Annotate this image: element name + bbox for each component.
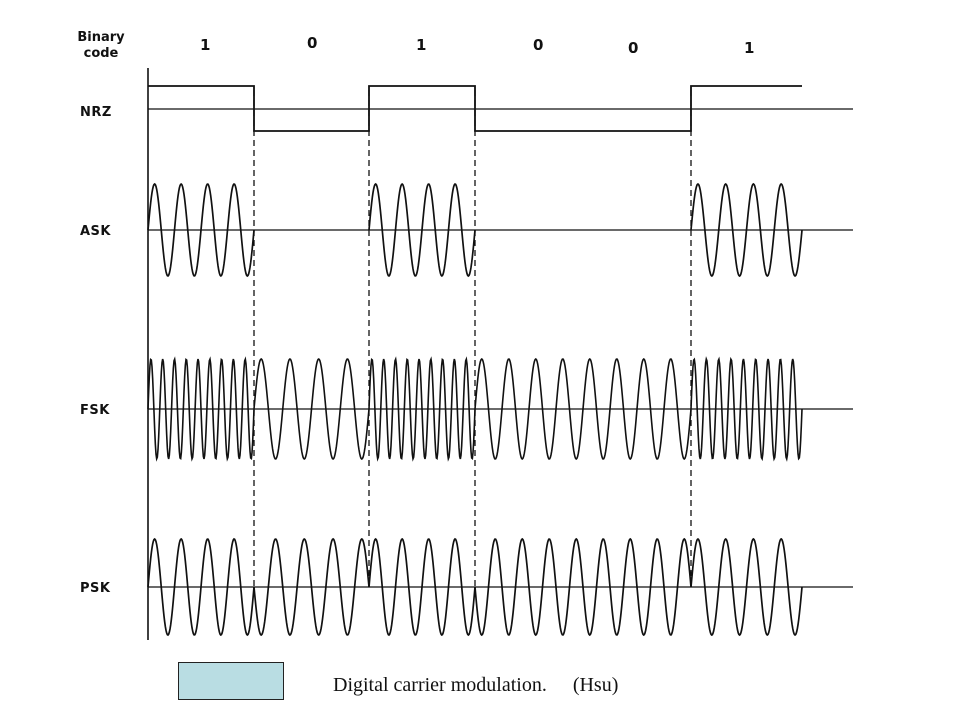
fsk-segment-6	[690, 356, 803, 462]
row-label-fsk: FSK	[80, 403, 110, 418]
color-swatch	[178, 662, 284, 700]
row-label-psk: PSK	[80, 581, 111, 596]
psk-segment-6	[690, 537, 803, 637]
psk-segment-3	[368, 537, 476, 637]
caption-text: Digital carrier modulation.	[333, 674, 547, 696]
ask-burst-1	[147, 182, 255, 278]
psk-segment-2	[253, 537, 370, 637]
bit-label-5: 0	[628, 39, 639, 57]
bit-label-3: 1	[416, 36, 427, 54]
fsk-segment-1	[147, 356, 255, 462]
binary-code-label: Binary code	[77, 30, 125, 61]
bit-label-1: 1	[200, 36, 211, 54]
psk-segment-5	[582, 537, 692, 637]
figure-caption: Digital carrier modulation. (Hsu)	[333, 674, 618, 697]
bit-label-4: 0	[533, 36, 544, 54]
fsk-segment-5	[582, 357, 692, 461]
psk-waveform	[147, 537, 803, 637]
caption-source: (Hsu)	[572, 674, 619, 696]
axes-group	[147, 68, 853, 640]
row-label-ask: ASK	[80, 224, 111, 239]
bit-boundary-dashes	[253, 90, 692, 590]
row-label-nrz: NRZ	[80, 105, 112, 120]
psk-segment-4	[474, 537, 584, 637]
ask-burst-3	[368, 182, 476, 278]
bit-label-6: 1	[744, 39, 755, 57]
bit-label-2: 0	[307, 34, 318, 52]
fsk-segment-4	[474, 357, 584, 461]
psk-segment-1	[147, 537, 255, 637]
fsk-waveform	[147, 356, 803, 462]
fsk-segment-2	[253, 357, 370, 461]
ask-burst-6	[690, 182, 803, 278]
ask-waveform	[147, 182, 803, 278]
fsk-segment-3	[368, 356, 476, 462]
